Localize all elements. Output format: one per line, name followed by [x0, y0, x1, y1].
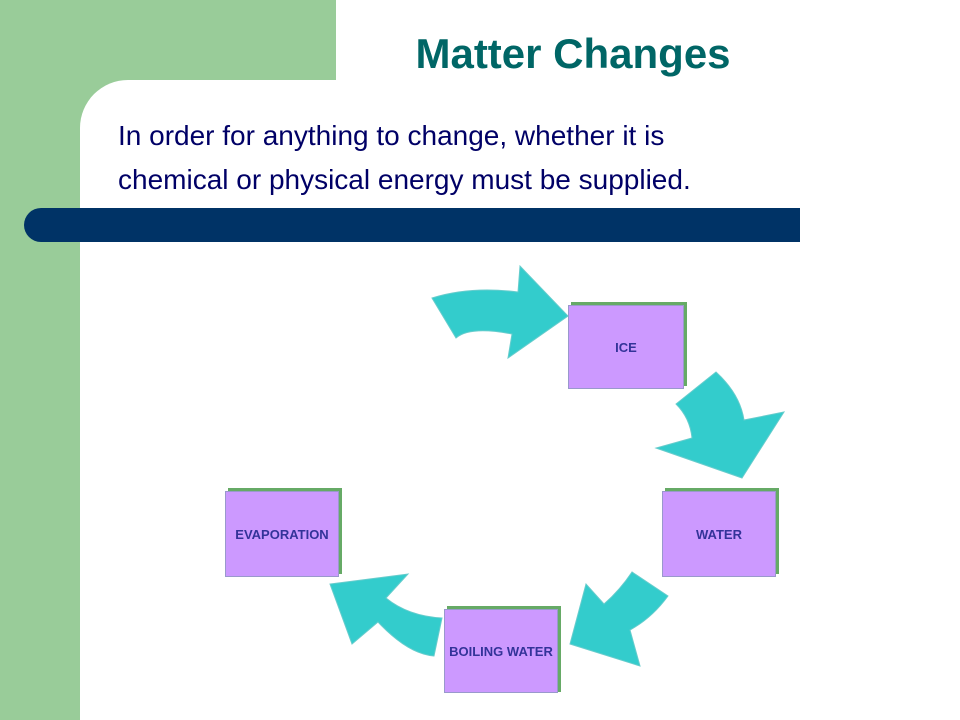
node-evaporation: EVAPORATION [225, 491, 339, 577]
body-line-1: In order for anything to change, whether… [118, 120, 665, 151]
node-water: WATER [662, 491, 776, 577]
top-area [336, 0, 960, 80]
arrow-to-ice [431, 264, 569, 360]
header-band [24, 208, 800, 242]
node-boiling-water: BOILING WATER [444, 609, 558, 693]
body-line-2: chemical or physical energy must be supp… [118, 164, 691, 195]
slide-title: Matter Changes [415, 30, 731, 77]
node-ice: ICE [568, 305, 684, 389]
body-text: In order for anything to change, whether… [118, 114, 918, 202]
arrow-water-to-boiling [569, 571, 669, 667]
arrow-ice-to-water [654, 371, 786, 479]
arrow-boiling-to-evaporation [329, 573, 443, 657]
